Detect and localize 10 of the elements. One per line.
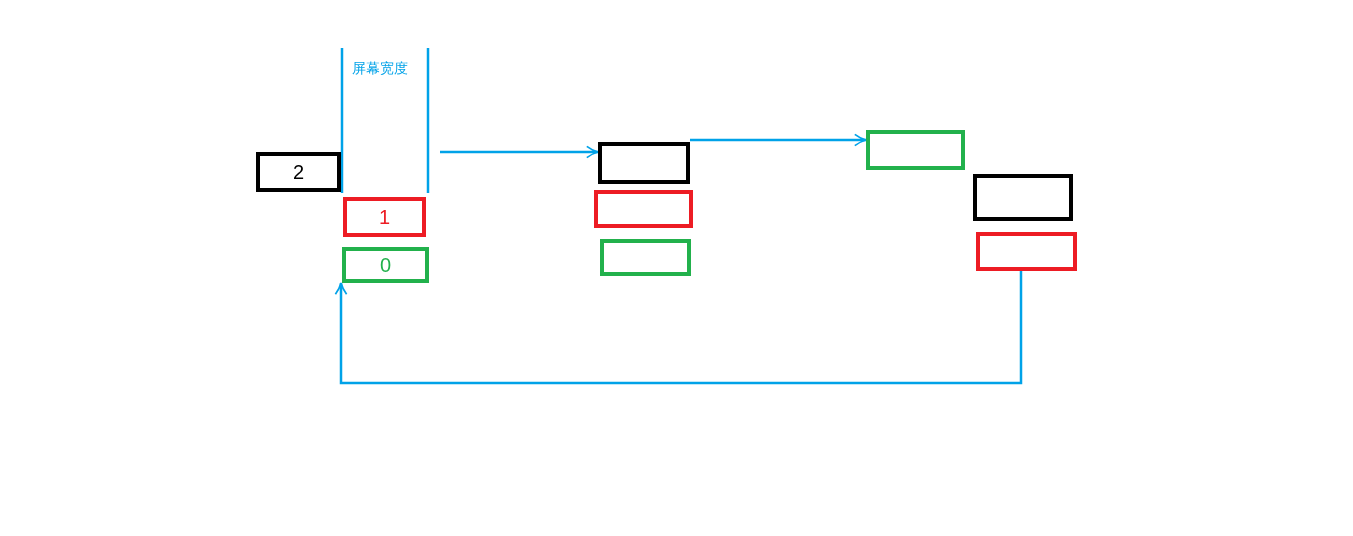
empty-box: [973, 174, 1073, 221]
empty-box: [600, 239, 691, 276]
empty-box: [866, 130, 965, 170]
numbered-box: 2: [256, 152, 341, 192]
screen-width-label: 屏幕宽度: [352, 59, 408, 78]
empty-box: [598, 142, 690, 184]
numbered-box: 1: [343, 197, 426, 237]
numbered-box: 0: [342, 247, 429, 283]
empty-box: [594, 190, 693, 228]
empty-box: [976, 232, 1077, 271]
